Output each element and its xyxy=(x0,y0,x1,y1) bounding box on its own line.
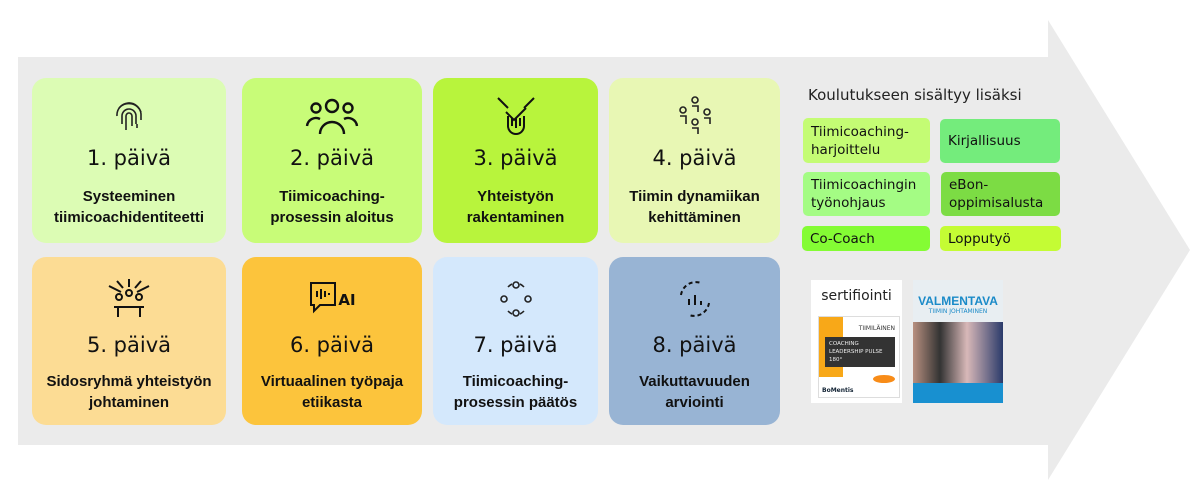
extra-co-coach: Co-Coach xyxy=(802,226,930,251)
people-network-icon xyxy=(609,94,780,138)
extra-ebon: eBon-oppimisalusta xyxy=(941,172,1060,216)
ai-chat-icon: AI xyxy=(242,277,422,321)
day-label: 2. päivä xyxy=(289,146,375,170)
day-label: 8. päivä xyxy=(652,333,737,357)
day-label: 3. päivä xyxy=(473,146,558,170)
chart-cycle-icon xyxy=(609,277,780,321)
meeting-icon xyxy=(32,277,226,321)
extra-harjoittelu: Tiimicoaching-harjoittelu xyxy=(803,118,930,163)
cert-badge-main: COACHING LEADERSHIP PULSE 180° xyxy=(825,337,895,367)
extras-title: Koulutukseen sisältyy lisäksi xyxy=(808,86,1022,104)
extra-tyonohjaus: Tiimicoachingin työnohjaus xyxy=(803,172,930,216)
certification-badge: sertifiointi TIIMILÄINEN COACHING LEADER… xyxy=(811,280,902,403)
extra-kirjallisuus: Kirjallisuus xyxy=(940,119,1060,163)
day-label: 7. päivä xyxy=(473,333,558,357)
day-title: Tiimicoaching-prosessin päätös xyxy=(453,373,578,411)
day-title: Tiimin dynamiikan kehittäminen xyxy=(629,188,760,226)
group-icon xyxy=(242,94,422,138)
people-cycle-icon xyxy=(433,277,598,321)
day-title: Systeeminen tiimicoachidentiteetti xyxy=(53,188,205,226)
day-title: Yhteistyön rakentaminen xyxy=(466,188,565,226)
ai-label: AI xyxy=(338,291,356,309)
day-label: 6. päivä xyxy=(289,333,375,357)
day-title: Virtuaalinen työpaja etiikasta xyxy=(260,373,404,411)
day-label: 5. päivä xyxy=(86,333,172,357)
extra-lopputyo: Lopputyö xyxy=(940,226,1061,251)
day-label: 4. päivä xyxy=(652,146,737,170)
book-title: VALMENTAVA xyxy=(918,294,998,308)
day-title: Vaikuttavuuden arviointi xyxy=(639,373,750,411)
day-title: Tiimicoaching-prosessin aloitus xyxy=(270,188,394,226)
day-title: Sidosryhmä yhteistyön johtaminen xyxy=(46,373,212,411)
day-label: 1. päivä xyxy=(86,146,172,170)
cert-brand: BoMentis xyxy=(822,387,854,394)
cert-label: sertifiointi xyxy=(821,288,892,304)
book-cover: VALMENTAVA TIIMIN JOHTAMINEN xyxy=(913,280,1003,403)
fingerprint-icon xyxy=(32,94,226,138)
handshake-icon xyxy=(433,94,598,138)
book-subtitle: TIIMIN JOHTAMINEN xyxy=(928,308,988,315)
cert-badge-top: TIIMILÄINEN xyxy=(858,325,895,332)
